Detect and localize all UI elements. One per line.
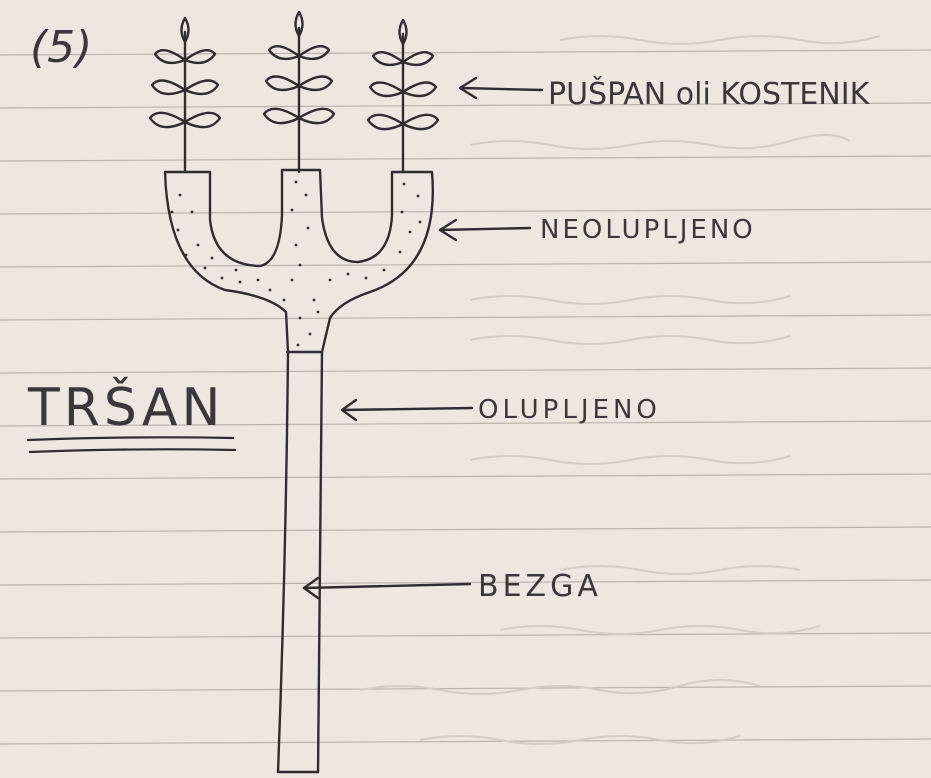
title-underline (28, 437, 235, 452)
show-through-writing (360, 36, 880, 744)
arrow-bottom-icon (304, 578, 470, 598)
label-bezga: BEZGA (478, 569, 602, 604)
arrow-middle-icon (342, 400, 472, 420)
arrow-top-icon (460, 78, 542, 98)
label-oluplieno: OLUPLJENO (478, 395, 661, 425)
sprig-middle-icon (264, 12, 334, 172)
arrow-upper-icon (440, 220, 530, 240)
stipple-dots (171, 181, 422, 347)
label-puspan-kostenik: PUŠPAN oli KOSTENIK (548, 75, 871, 112)
page-title: TRŠAN (27, 376, 224, 438)
label-neoluplieno: NEOLUPLJENO (540, 215, 756, 245)
sprig-left-icon (150, 18, 220, 172)
sprig-right-icon (368, 20, 438, 172)
branch-unpeeled (165, 170, 433, 352)
stem-peeled (278, 352, 322, 772)
page-number: (5) (30, 22, 92, 73)
